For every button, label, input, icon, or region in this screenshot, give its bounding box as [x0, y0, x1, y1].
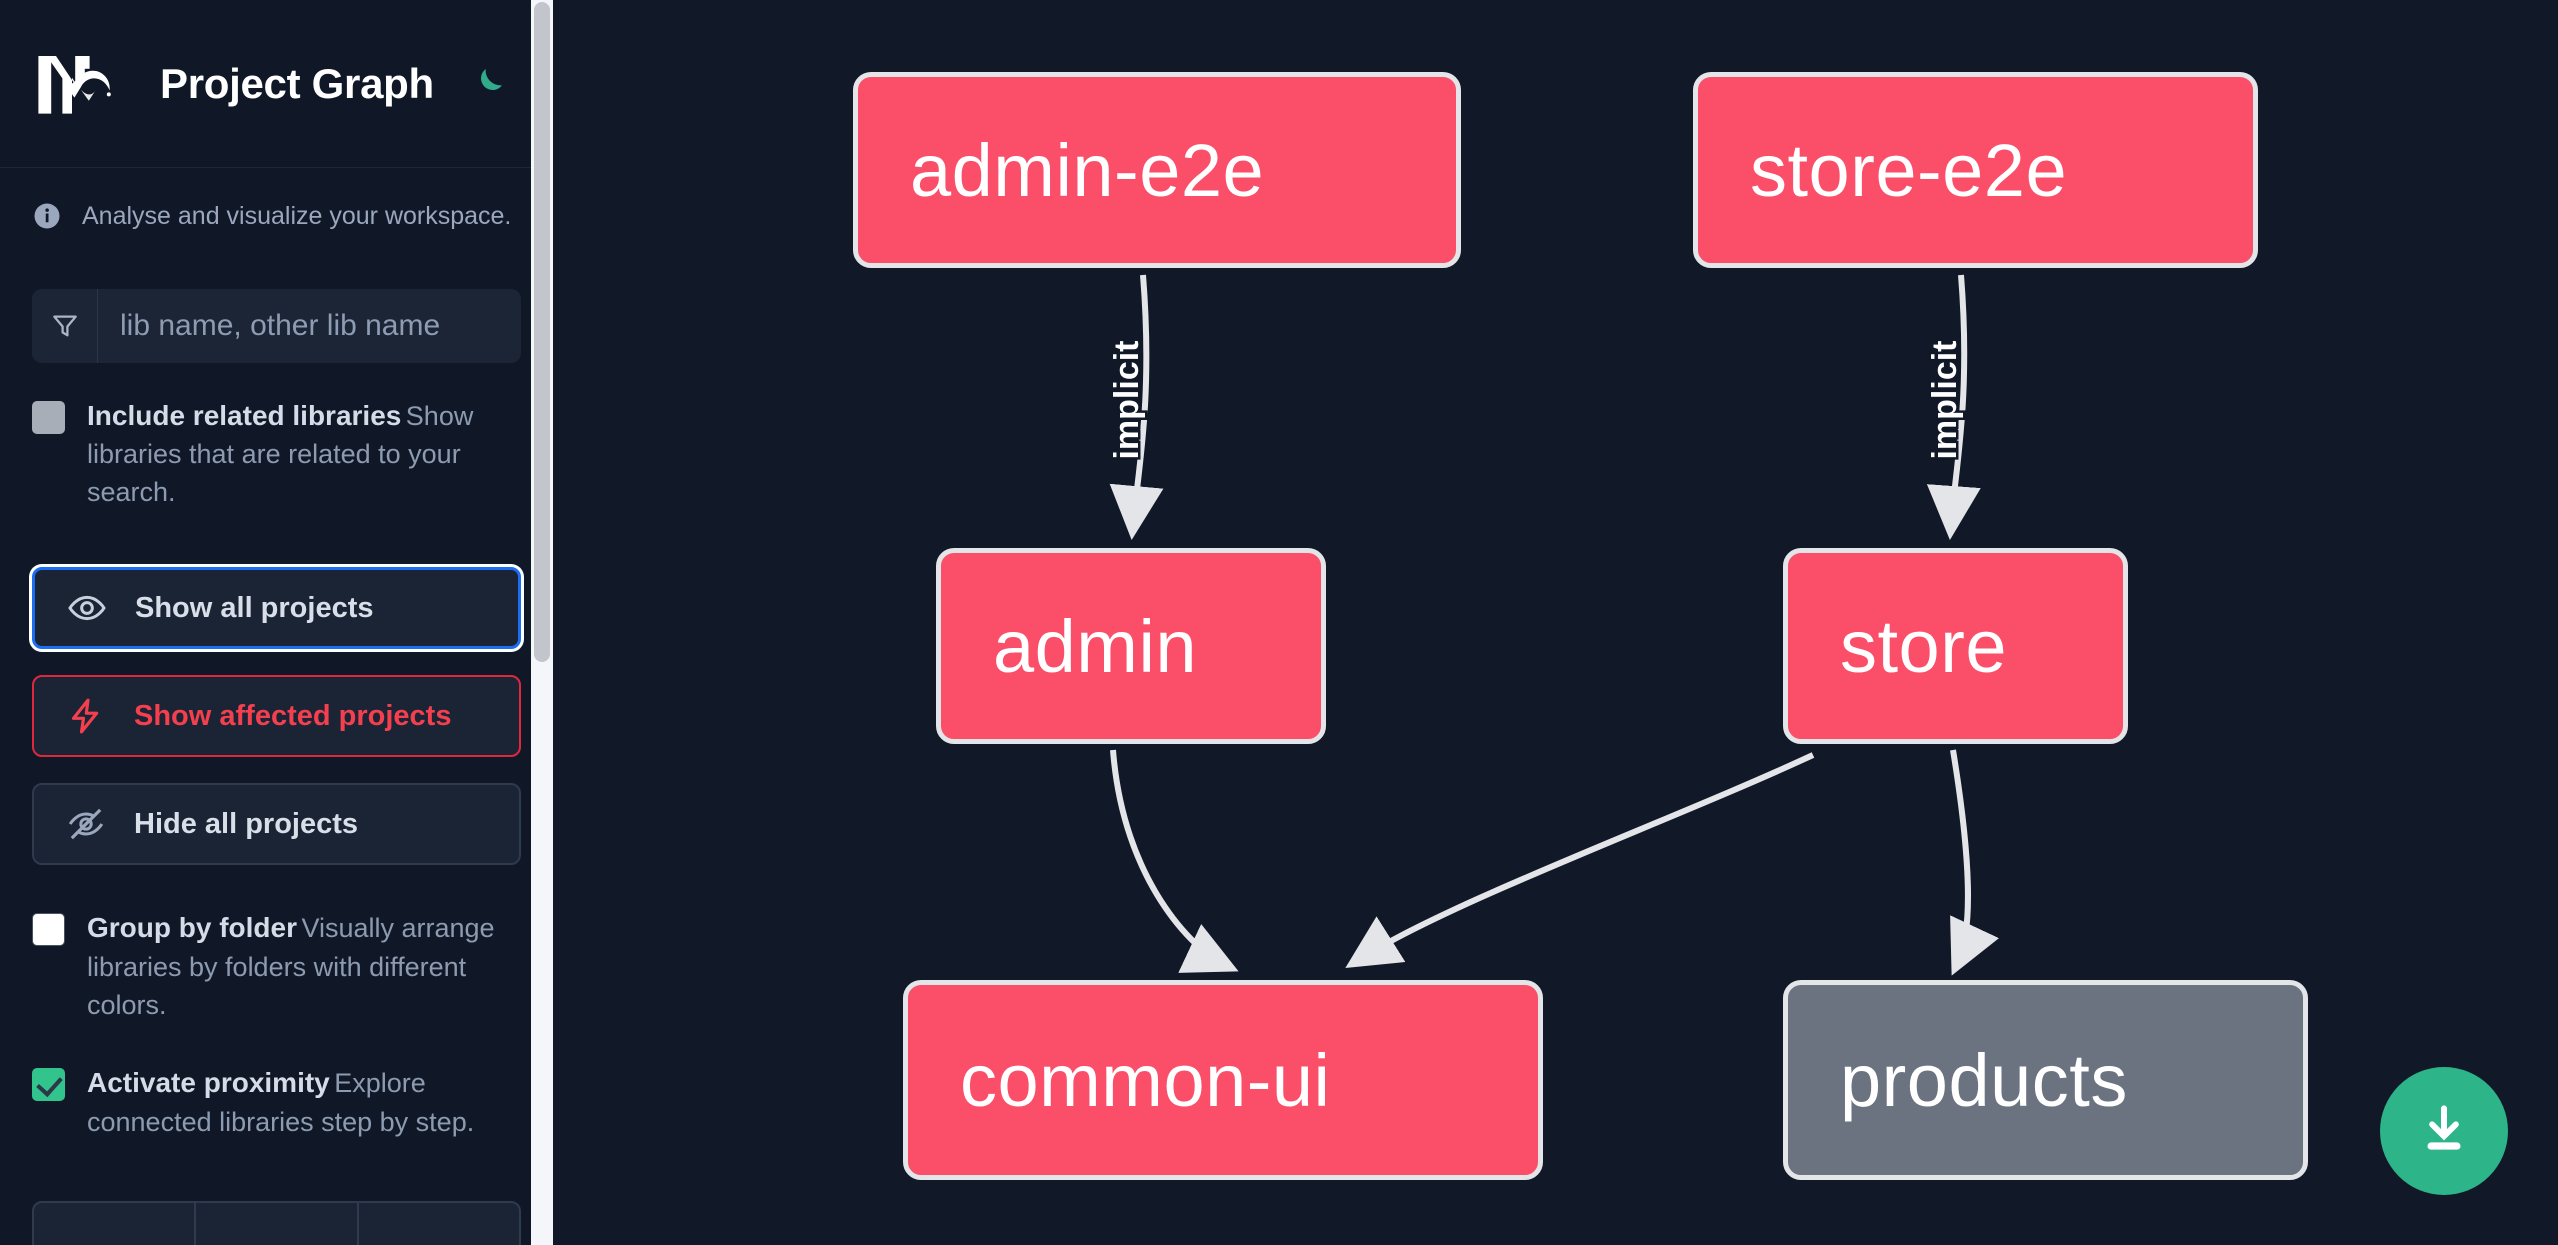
stepper-segment[interactable] — [196, 1203, 359, 1245]
option-activate-proximity[interactable]: Activate proximity Explore connected lib… — [0, 1064, 553, 1141]
node-label: store-e2e — [1750, 128, 2068, 212]
edge-admin-common-ui — [1110, 749, 1239, 973]
download-button[interactable] — [2380, 1067, 2508, 1195]
info-text: Analyse and visualize your workspace. — [82, 202, 512, 230]
edge-store-common-ui — [1345, 752, 1815, 969]
node-label: admin — [993, 604, 1198, 688]
action-buttons: Show all projects Show affected projects — [0, 567, 553, 866]
sidebar-header: Project Graph — [0, 0, 553, 168]
button-label: Hide all projects — [134, 807, 359, 840]
info-circle-icon — [32, 201, 62, 231]
graph-edges: implicit implicit — [1106, 274, 1999, 976]
graph-node-products[interactable]: products — [1783, 980, 2308, 1180]
info-banner: Analyse and visualize your workspace. — [0, 168, 553, 233]
hide-all-projects-button[interactable]: Hide all projects — [32, 783, 521, 866]
option-group-by-folder[interactable]: Group by folder Visually arrange librari… — [0, 909, 553, 1024]
page-title: Project Graph — [160, 59, 434, 107]
checkbox-group-by-folder[interactable] — [32, 913, 65, 947]
button-label: Show affected projects — [134, 699, 452, 732]
proximity-stepper[interactable] — [32, 1201, 521, 1245]
nx-logo-icon — [32, 48, 128, 120]
node-label: admin-e2e — [910, 128, 1265, 212]
button-label: Show all projects — [135, 591, 374, 624]
edge-store-products — [1950, 749, 1999, 976]
graph-canvas[interactable]: implicit implicit admin-e2e store-e2e ad… — [553, 0, 2558, 1245]
edge-admin-e2e-admin — [1109, 274, 1164, 540]
graph-node-admin[interactable]: admin — [936, 548, 1326, 744]
checkbox-activate-proximity[interactable] — [32, 1068, 65, 1102]
stepper-segment[interactable] — [359, 1203, 519, 1245]
option-description: Visually arrange libraries by folders wi… — [87, 913, 495, 1021]
option-description: Explore connected libraries step by step… — [87, 1068, 475, 1137]
option-include-related-libraries[interactable]: Include related libraries Show libraries… — [0, 397, 553, 512]
eye-off-icon — [64, 802, 108, 846]
graph-node-store[interactable]: store — [1783, 548, 2128, 744]
eye-icon — [65, 586, 109, 630]
graph-node-admin-e2e[interactable]: admin-e2e — [853, 72, 1461, 268]
graph-node-common-ui[interactable]: common-ui — [903, 980, 1543, 1180]
download-icon — [2413, 1098, 2475, 1165]
sidebar-scrollbar-track[interactable] — [531, 0, 553, 1245]
stepper-segment[interactable] — [34, 1203, 197, 1245]
search-box[interactable] — [32, 288, 521, 363]
edge-label-implicit: implicit — [1108, 340, 1146, 459]
node-label: products — [1840, 1038, 2128, 1122]
moon-icon[interactable] — [464, 61, 510, 107]
option-title: Include related libraries — [87, 399, 402, 431]
option-title: Activate proximity — [87, 1067, 330, 1099]
edge-label-implicit: implicit — [1926, 340, 1964, 459]
filter-funnel-icon — [32, 288, 98, 363]
checkbox-include-related-libraries[interactable] — [32, 400, 65, 434]
show-all-projects-button[interactable]: Show all projects — [32, 567, 521, 650]
node-label: store — [1840, 604, 2008, 688]
lightning-icon — [64, 694, 108, 738]
search-input[interactable] — [98, 288, 521, 363]
sidebar-scrollbar-thumb[interactable] — [534, 2, 550, 662]
sidebar: Project Graph Analyse and visualize your… — [0, 0, 553, 1245]
edge-store-e2e-store — [1926, 274, 1981, 540]
node-label: common-ui — [960, 1038, 1331, 1122]
show-affected-projects-button[interactable]: Show affected projects — [32, 675, 521, 758]
graph-node-store-e2e[interactable]: store-e2e — [1693, 72, 2258, 268]
option-description: Show libraries that are related to your … — [87, 400, 474, 508]
option-title: Group by folder — [87, 912, 297, 944]
